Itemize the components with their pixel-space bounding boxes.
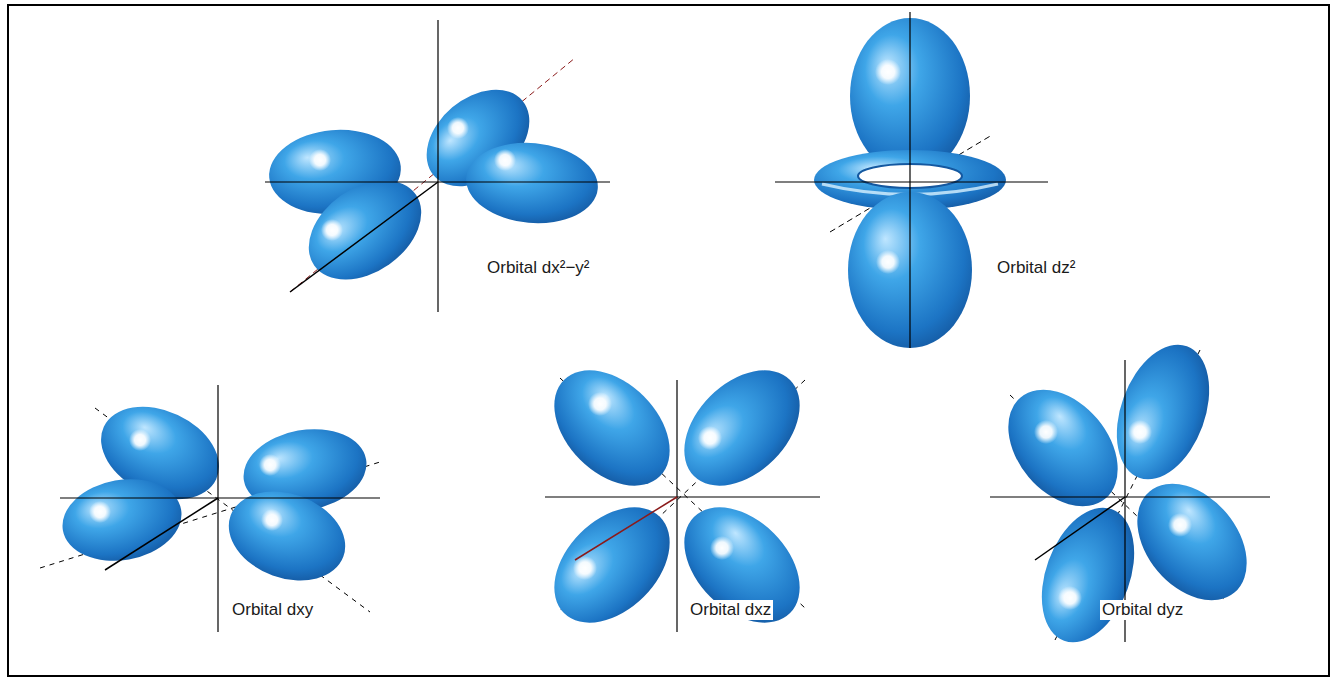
orbital-label: Orbital dxz: [688, 600, 773, 620]
orbital-dz2: [775, 12, 1048, 348]
orbital-dyz: [986, 332, 1270, 655]
orbital-label: Orbital dxy: [230, 600, 315, 620]
orbital-label: Orbital dx²−y²: [485, 258, 592, 278]
orbital-label: Orbital dyz: [1100, 600, 1185, 620]
orbital-dxy: [40, 385, 380, 632]
orbital-label: Orbital dz²: [995, 258, 1077, 278]
orbital-dx2-y2: [265, 20, 610, 312]
orbital-dxz: [532, 348, 822, 645]
frame: [8, 5, 1329, 676]
